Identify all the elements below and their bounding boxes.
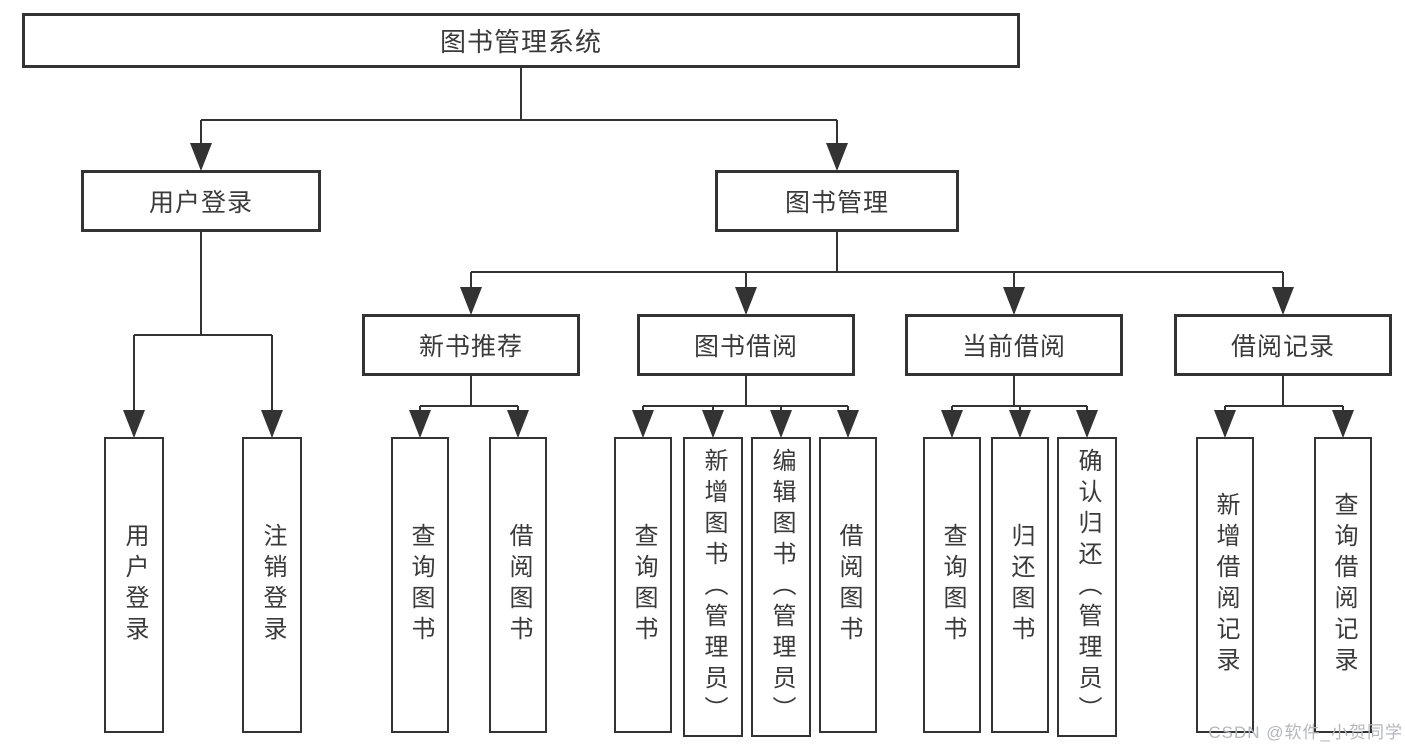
leaf-query-borrow-record: 查询借阅记录	[1314, 437, 1372, 733]
leaf-query-books-2-label: 查询图书	[630, 523, 657, 647]
leaf-query-books-2: 查询图书	[614, 437, 672, 733]
node-user-login: 用户登录	[81, 170, 321, 232]
leaf-query-books-1: 查询图书	[391, 437, 449, 733]
leaf-edit-book-admin: 编辑图书（管理员）	[751, 437, 811, 737]
node-library-management-system-label: 图书管理系统	[439, 27, 602, 57]
leaf-borrow-books-1: 借阅图书	[489, 437, 547, 733]
leaf-add-borrow-record: 新增借阅记录	[1196, 437, 1254, 733]
leaf-return-books: 归还图书	[991, 437, 1049, 733]
leaf-add-book-admin-label: 新增图书（管理员）	[700, 447, 727, 727]
node-borrowing-records: 借阅记录	[1174, 314, 1392, 376]
leaf-add-book-admin: 新增图书（管理员）	[683, 437, 743, 737]
leaf-query-books-3-label: 查询图书	[939, 523, 966, 647]
leaf-return-books-label: 归还图书	[1007, 523, 1034, 647]
leaf-borrow-books-2: 借阅图书	[819, 437, 877, 733]
leaf-confirm-return-admin-label: 确认归还（管理员）	[1074, 447, 1101, 727]
node-book-management-label: 图书管理	[784, 189, 889, 217]
leaf-logout: 注销登录	[242, 437, 302, 733]
leaf-query-borrow-record-label: 查询借阅记录	[1330, 492, 1357, 678]
node-book-borrowing-label: 图书借阅	[693, 333, 798, 361]
node-book-management: 图书管理	[715, 170, 959, 232]
leaf-edit-book-admin-label: 编辑图书（管理员）	[768, 447, 795, 727]
leaf-add-borrow-record-label: 新增借阅记录	[1212, 492, 1239, 678]
node-current-borrowing-label: 当前借阅	[961, 333, 1066, 361]
node-current-borrowing: 当前借阅	[905, 314, 1123, 376]
node-new-book-recommend-label: 新书推荐	[418, 333, 523, 361]
node-user-login-label: 用户登录	[148, 189, 253, 217]
leaf-borrow-books-1-label: 借阅图书	[505, 523, 532, 647]
leaf-user-login: 用户登录	[104, 437, 164, 733]
node-new-book-recommend: 新书推荐	[362, 314, 580, 376]
leaf-confirm-return-admin: 确认归还（管理员）	[1057, 437, 1117, 737]
node-library-management-system: 图书管理系统	[22, 13, 1020, 68]
leaf-logout-label: 注销登录	[259, 523, 286, 647]
leaf-query-books-3: 查询图书	[923, 437, 981, 733]
leaf-borrow-books-2-label: 借阅图书	[835, 523, 862, 647]
leaf-query-books-1-label: 查询图书	[407, 523, 434, 647]
node-book-borrowing: 图书借阅	[637, 314, 855, 376]
leaf-user-login-label: 用户登录	[121, 523, 148, 647]
node-borrowing-records-label: 借阅记录	[1230, 333, 1335, 361]
csdn-watermark: CSDN @软件_小贺同学	[1208, 723, 1403, 742]
